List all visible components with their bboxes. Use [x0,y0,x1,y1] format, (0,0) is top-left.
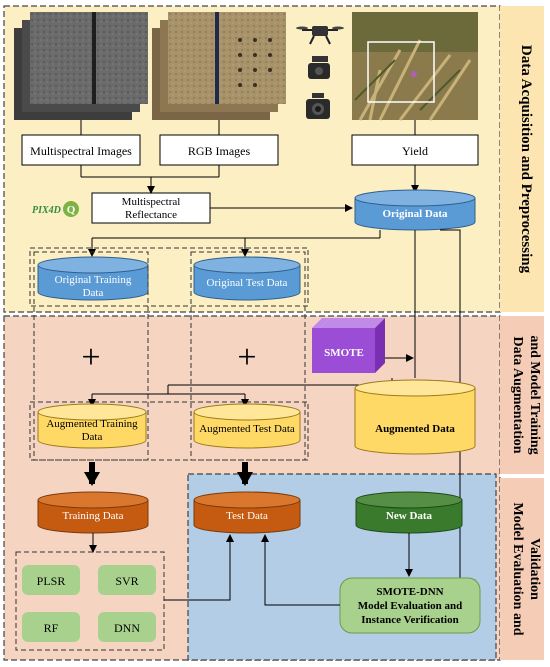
acquisition-section-title: Data Acquisition and Preprocessing [518,45,534,274]
evaluation-label-bg [500,478,544,660]
augmented-test-cylinder [193,403,301,449]
rgb-image-stack [152,12,286,120]
model-svr [98,565,156,595]
model-rf [22,612,80,642]
original-data-label: Original Data [382,208,448,220]
augmented-training-label-2: Data [82,431,103,443]
field-crop-photo [352,12,478,121]
dashed-groupings [29,247,309,461]
smote-cube [312,318,385,373]
original-training-label-2: Data [83,287,104,299]
model-dnn-label: DNN [114,621,140,635]
yield-label: Yield [402,144,428,158]
multispectral-images-box [21,134,141,166]
model-svr-label: SVR [115,574,138,588]
augmentation-section-title-1: Data Augmentation [510,336,525,453]
multispectral-image-stack [14,12,148,120]
multispectral-reflectance-label-2: Reflectance [125,209,177,221]
augmentation-label-bg [500,316,544,474]
original-training-cylinder [37,256,149,301]
rgb-images-label: RGB Images [188,144,251,158]
qgis-logo: Q [63,201,79,217]
smote-dnn-line3: Instance Verification [361,614,458,626]
model-dnn [98,612,156,642]
yield-box [351,134,479,166]
augmented-test-label: Augmented Test Data [199,423,295,435]
test-data-label: Test Data [226,510,268,522]
multispectral-reflectance-label-1: Multispectral [122,196,181,208]
new-data-cylinder [355,491,463,534]
evaluation-connectors [89,533,413,606]
drone-icon [296,26,344,45]
test-data-cylinder [193,491,301,534]
augmented-data-cylinder [354,379,476,455]
augmentation-section-title-2: and Model Training [527,335,542,454]
augmented-data-label: Augmented Data [375,423,455,435]
original-training-label-1: Original Training [55,274,132,286]
evaluation-section-title-2: Validation [527,538,542,600]
pix4d-logo: PIX4D [32,205,61,216]
multispectral-reflectance-box [91,192,211,224]
acquisition-label-bg [500,6,544,312]
qgis-logo-text: Q [67,204,76,216]
original-test-label: Original Test Data [207,277,288,289]
plus-symbol-test: + [237,339,256,376]
augmented-training-cylinder [37,403,147,449]
gimbal-camera-icon [308,56,330,79]
training-data-cylinder [37,491,149,534]
training-data-label: Training Data [62,510,123,522]
model-plsr-label: PLSR [37,574,66,588]
multispectral-images-label: Multispectral Images [30,144,132,158]
original-test-cylinder [193,256,301,301]
new-data-label: New Data [386,510,433,522]
pix4d-logo-text: PIX4D [32,205,61,216]
model-rf-label: RF [44,621,59,635]
smote-dnn-line2: Model Evaluation and [358,600,463,612]
acquisition-connectors [80,120,419,212]
smote-label: SMOTE [324,347,364,359]
evaluation-section-title-1: Model Evaluation and [510,502,525,635]
plus-symbol-training: + [81,339,100,376]
smote-dnn-title: SMOTE-DNN [376,586,443,598]
model-plsr [22,565,80,595]
augmented-training-label-1: Augmented Training [46,418,138,430]
rgb-camera-icon [306,93,330,119]
original-data-cylinder [354,189,476,231]
